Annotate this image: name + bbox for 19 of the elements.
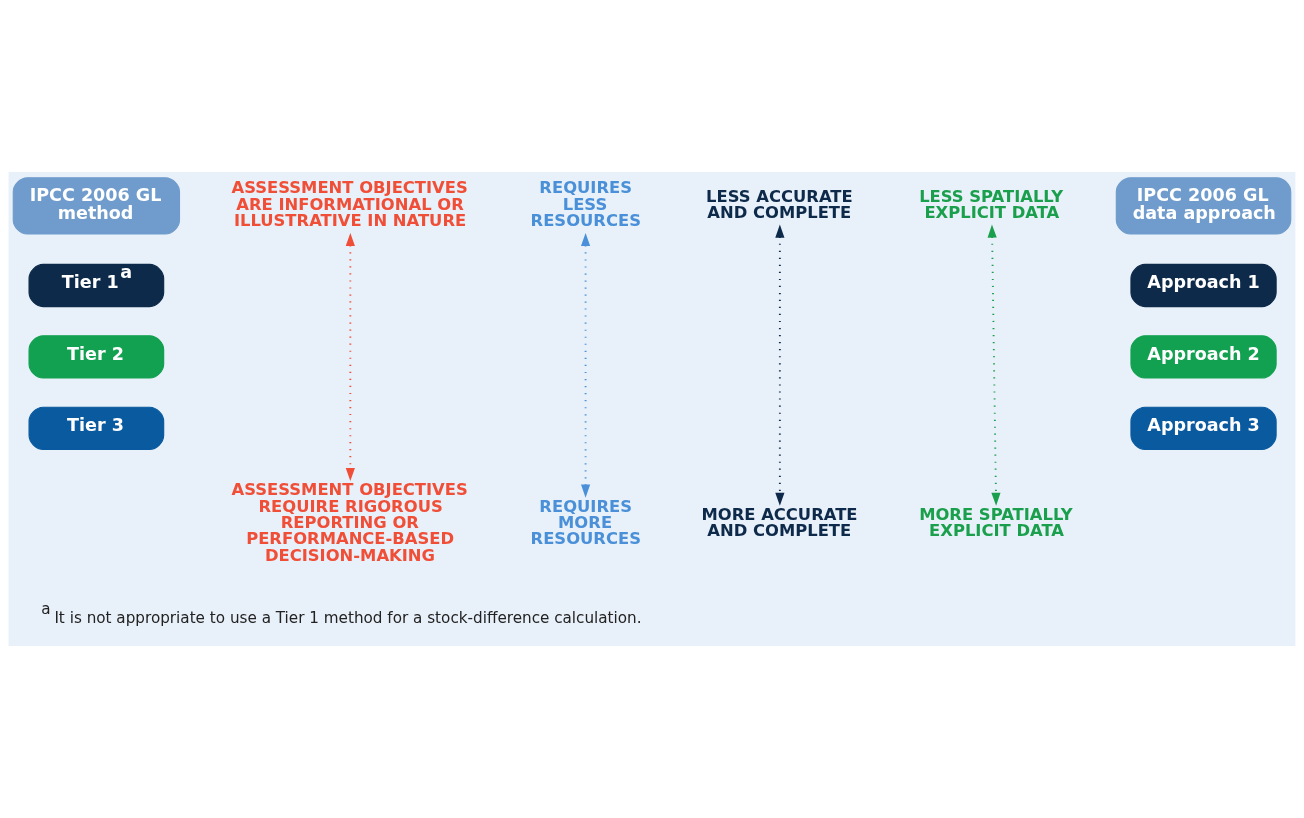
node-box: Tier 3 <box>28 406 165 450</box>
node-text: ASSESSMENT OBJECTIVES REQUIRE RIGOROUS REPORTING OR PERFORMANCE-BASED DECISION-MAKING <box>231 480 468 565</box>
node-text: ASSESSMENT OBJECTIVES ARE INFORMATIONAL OR ILLUSTRATIVE IN NATURE <box>231 178 468 231</box>
node-box: Tier 2 <box>28 335 165 379</box>
node-box: IPCC 2006 GL data approach <box>1115 177 1292 235</box>
arrow <box>581 232 591 498</box>
arrow <box>987 224 1001 506</box>
arrow <box>345 232 355 482</box>
node-box: Approach 1 <box>1130 263 1277 308</box>
node-text: REQUIRES LESS RESOURCES <box>530 178 641 231</box>
node-box: Approach 2 <box>1130 335 1277 379</box>
node-text: LESS SPATIALLY EXPLICIT DATA <box>919 186 1064 222</box>
node-box: IPCC 2006 GL method <box>12 177 181 235</box>
node-text: MORE ACCURATE AND COMPLETE <box>701 504 858 541</box>
node-text: MORE SPATIALLY EXPLICIT DATA <box>919 504 1073 541</box>
arrow <box>775 224 785 506</box>
node-text: LESS ACCURATE AND COMPLETE <box>706 186 853 222</box>
node-text: REQUIRES MORE RESOURCES <box>530 496 641 549</box>
node-box: Approach 3 <box>1130 406 1277 450</box>
